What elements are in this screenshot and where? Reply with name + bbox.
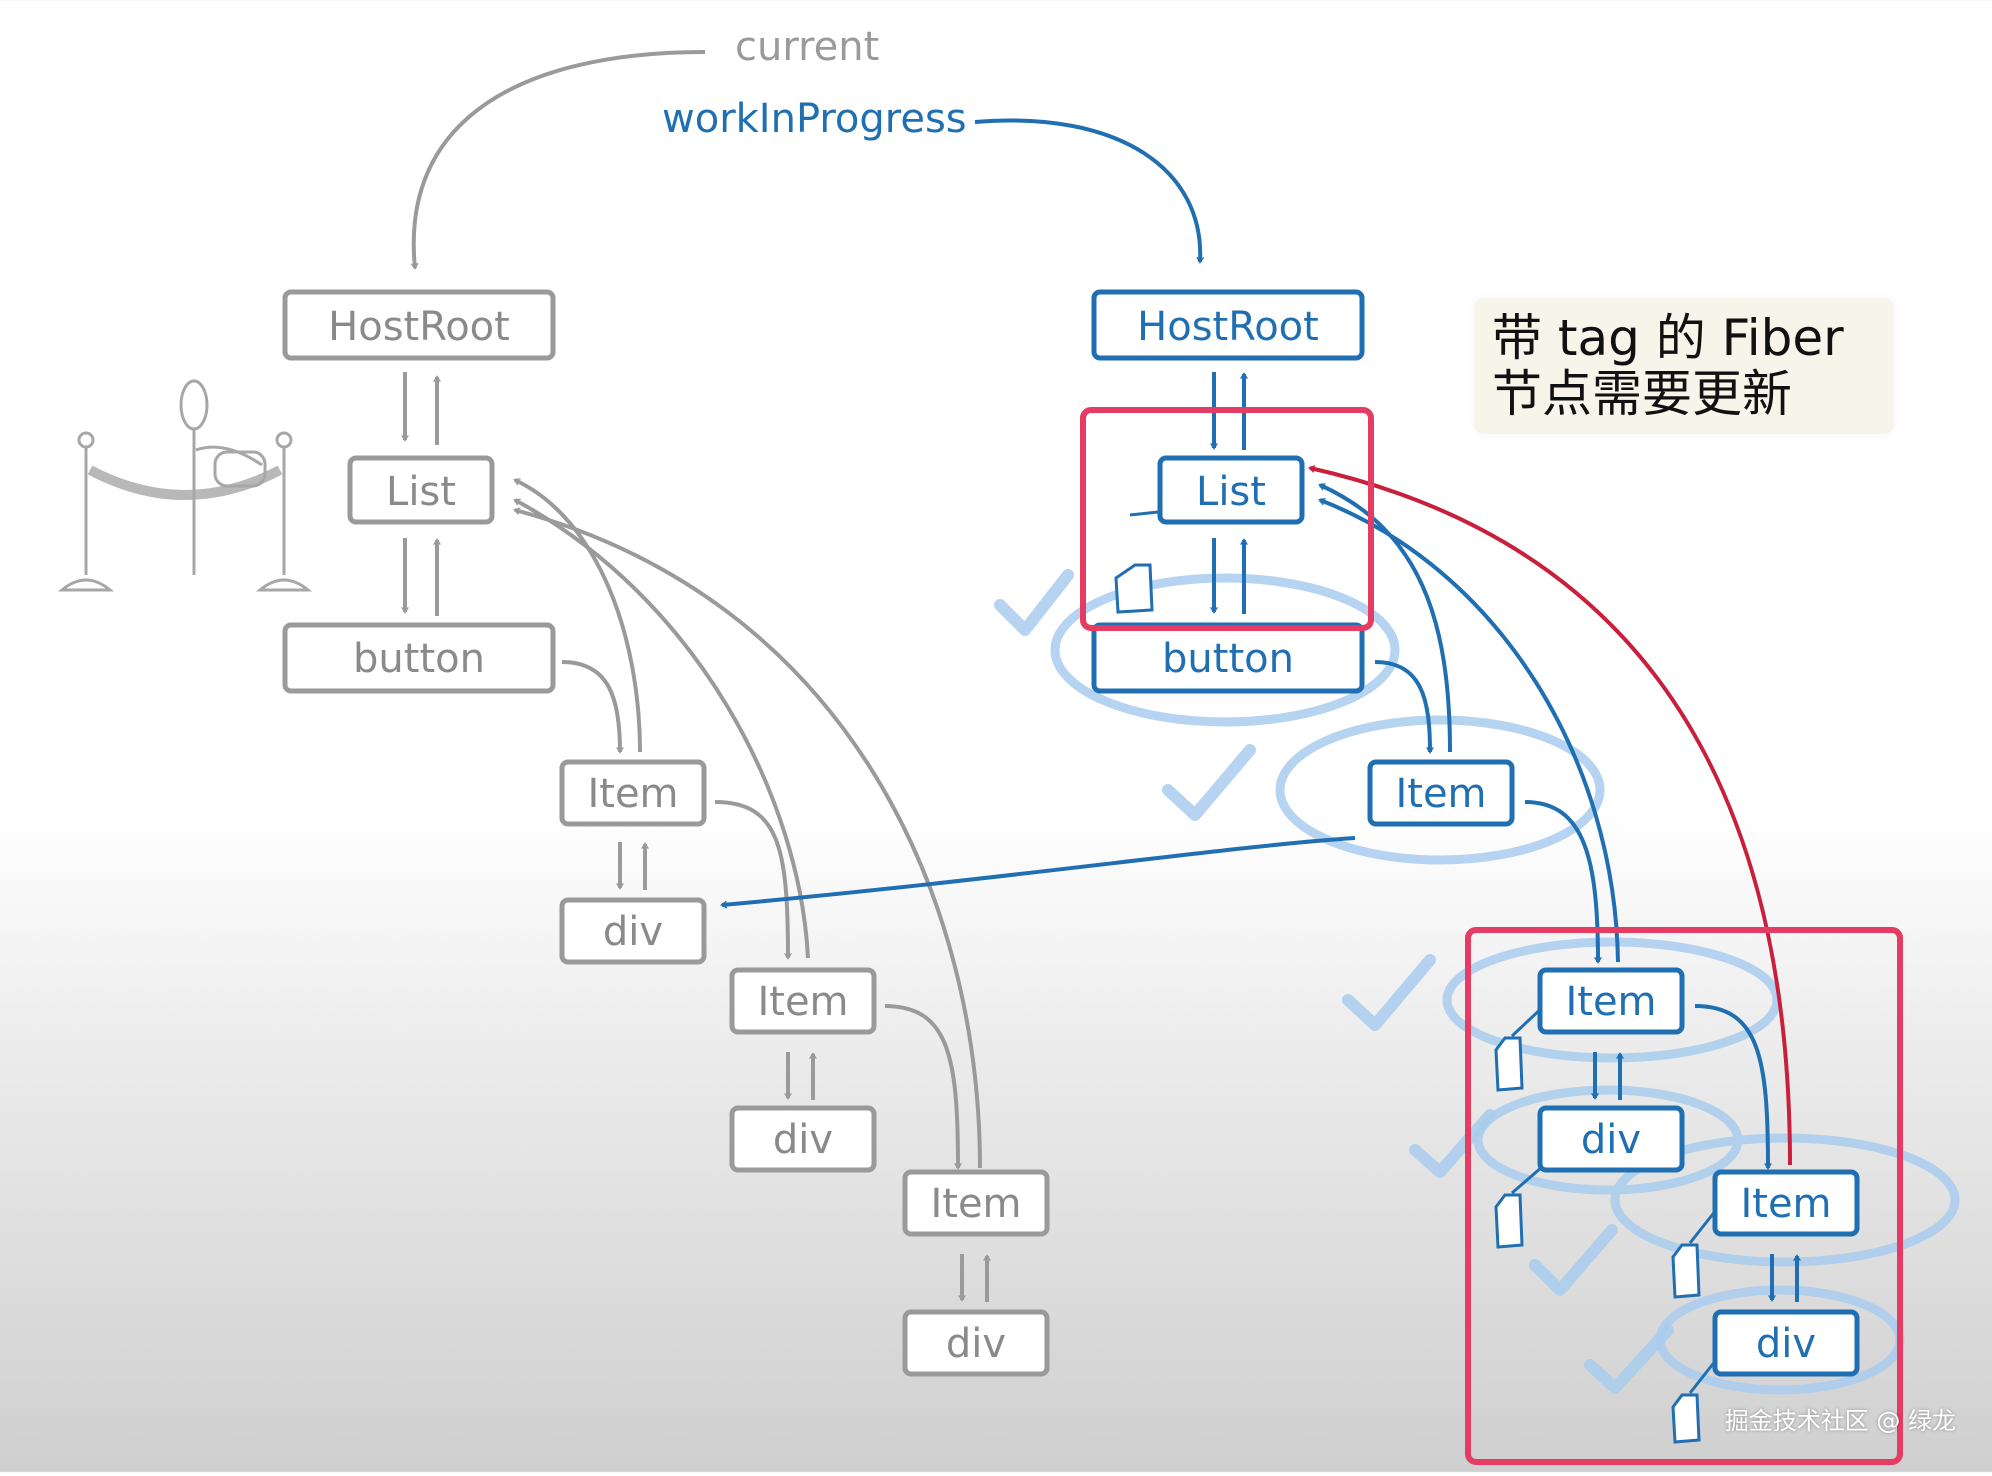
check-icon [1409,1109,1496,1178]
ellipse-item-2 [1442,937,1782,1063]
wip-button-label: button [1162,636,1294,682]
wip-list-node [1157,455,1305,525]
highlight-boxes [1080,407,1903,1465]
current-div-2-label: div [773,1117,833,1163]
current-list-node [347,455,495,525]
current-tree-nodes [282,289,1050,1377]
wip-hostroot-node [1091,289,1365,361]
wip-tree-labels: HostRoot List button Item Item div Item … [1137,304,1831,1367]
wip-tree-edges [720,372,1801,1302]
wip-div-3-node [1712,1309,1860,1377]
stanchion-doodle [57,379,313,592]
current-button-label: button [353,636,485,682]
current-div-2-node [729,1105,877,1173]
wip-item-3-node [1712,1169,1860,1237]
wip-pointer-arrow [974,118,1205,264]
wip-hostroot-label: HostRoot [1137,304,1319,350]
wip-item-3-label: Item [1740,1181,1831,1227]
current-button-node [282,622,556,694]
wip-item-1-node [1367,759,1515,827]
current-hostroot-node [282,289,556,361]
current-tree-labels: HostRoot List button Item div Item div I… [328,304,1021,1367]
current-item-1-node [559,759,707,827]
work-ellipses [1050,573,1960,1395]
highlight-box-list [1080,407,1374,631]
wip-div-3-label: div [1756,1321,1816,1367]
wip-div-2-node [1537,1105,1685,1173]
current-div-1-label: div [603,909,663,955]
annotation-note: 带 tag 的 Fiber 节点需要更新 [1474,298,1894,434]
current-item-3-node [902,1169,1050,1237]
check-icon [1162,744,1256,821]
tag-icon [1671,1393,1701,1444]
wip-item-2-label: Item [1565,979,1656,1025]
wip-item-2-node [1537,967,1685,1035]
current-div-1-node [559,897,707,965]
fiber-tags [1114,510,1722,1444]
current-pointer-label: current [735,24,879,70]
tag-icon [1671,1243,1701,1299]
check-icon [1342,954,1436,1031]
current-div-3-label: div [946,1321,1006,1367]
watermark: 掘金技术社区 @ 绿龙 [1724,1407,1956,1435]
tag-icon [1494,1036,1524,1092]
wip-div-2-label: div [1581,1117,1641,1163]
highlight-box-items [1465,927,1903,1465]
check-icon [1584,1324,1674,1394]
check-icon [994,569,1074,636]
current-item-2-label: Item [757,979,848,1025]
ellipse-item-3 [1610,1133,1960,1267]
current-div-3-node [902,1309,1050,1377]
current-pointer-arrow [410,50,706,270]
ellipse-button [1050,573,1400,727]
wip-item-1-label: Item [1395,771,1486,817]
wip-list-label: List [1196,469,1266,515]
wip-pointer-label: workInProgress [662,96,967,142]
note-line-2: 节点需要更新 [1492,365,1792,423]
current-tree-edges [401,372,991,1302]
check-marks [994,569,1674,1394]
note-line-1: 带 tag 的 Fiber [1492,309,1844,367]
current-item-1-label: Item [587,771,678,817]
wip-tree-nodes [1091,289,1860,1377]
current-list-label: List [386,469,456,515]
tag-icon [1494,1193,1524,1249]
tag-icon [1114,563,1154,614]
current-item-3-label: Item [930,1181,1021,1227]
current-hostroot-label: HostRoot [328,304,510,350]
current-item-2-node [729,967,877,1035]
check-icon [1529,1224,1618,1296]
ellipse-item-1 [1275,715,1605,865]
return-arrow [1308,465,1792,1166]
